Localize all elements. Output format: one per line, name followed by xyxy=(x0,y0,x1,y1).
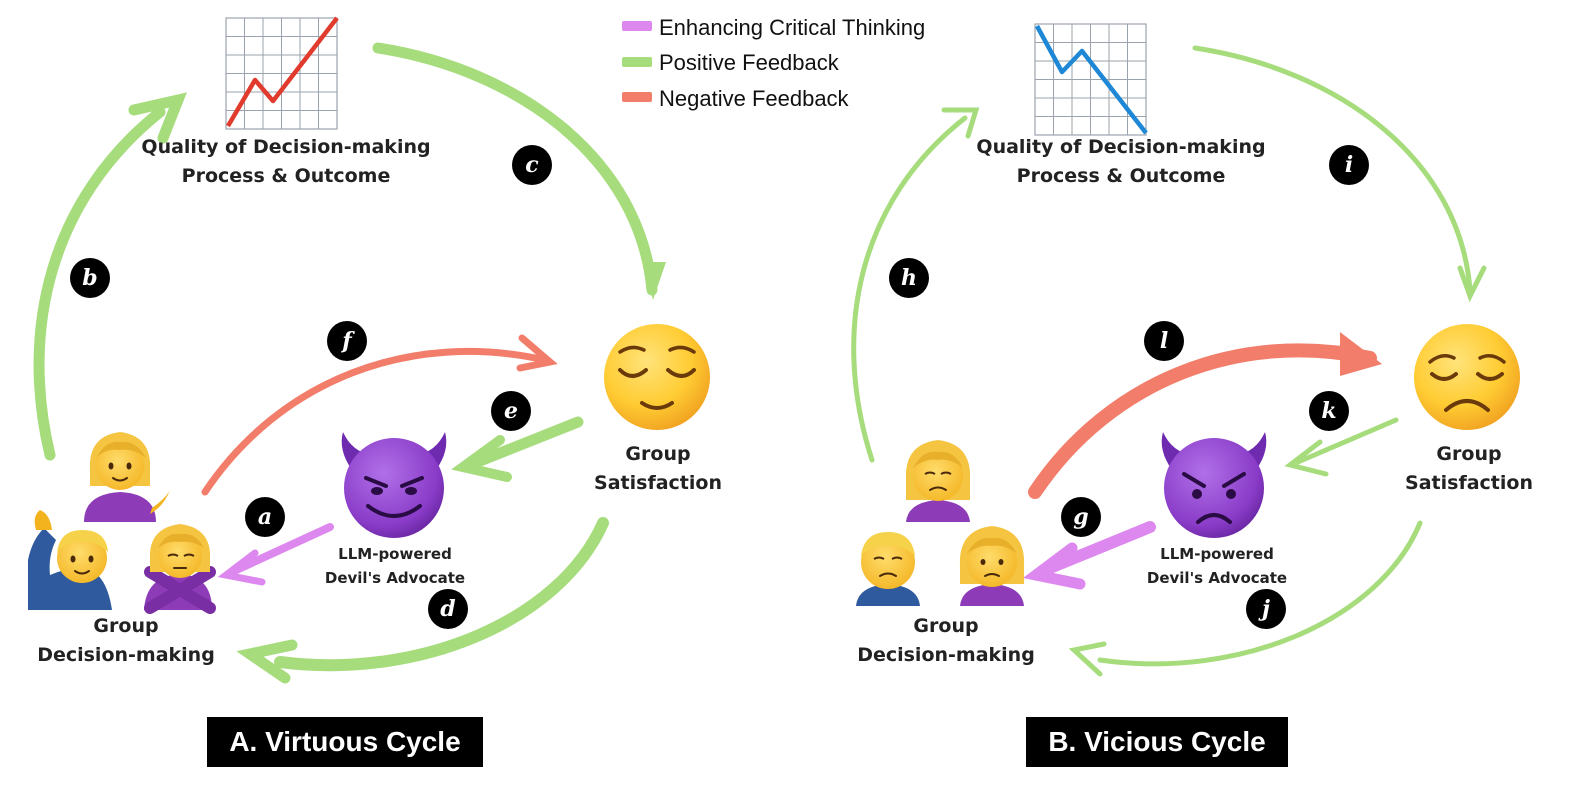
badge-b: b xyxy=(70,258,110,298)
arrow-k xyxy=(1284,417,1399,477)
arrow-d xyxy=(236,517,609,684)
chart-decreasing-icon xyxy=(1034,23,1148,136)
svg-text:e: e xyxy=(504,398,518,424)
arrow-g xyxy=(1022,521,1156,590)
frowning-woman-icon xyxy=(905,440,971,522)
panel-virtuous-cycle: Quality of Decision-making Process & Out… xyxy=(28,16,722,684)
person-gesturing-no-icon xyxy=(144,524,216,614)
disappointed-face-icon xyxy=(1414,324,1520,430)
svg-text:g: g xyxy=(1073,504,1088,530)
arrow-f xyxy=(201,334,558,496)
pouting-woman-icon xyxy=(959,526,1025,606)
group-label-line1: Group xyxy=(93,615,158,637)
satisfaction-label-line2: Satisfaction xyxy=(594,472,722,494)
svg-text:h: h xyxy=(901,265,917,291)
arrow-c xyxy=(372,42,666,300)
badge-d: d xyxy=(428,589,468,629)
badge-i: i xyxy=(1329,145,1369,185)
arrow-i xyxy=(1192,45,1487,303)
badge-f: f xyxy=(327,321,367,361)
badge-c: c xyxy=(512,145,552,185)
smiling-devil-icon xyxy=(341,432,447,538)
legend-label-negative: Negative Feedback xyxy=(659,86,850,111)
arrow-e xyxy=(451,416,584,482)
badge-a: a xyxy=(245,497,285,537)
legend-label-critical: Enhancing Critical Thinking xyxy=(659,15,925,40)
svg-text:l: l xyxy=(1160,328,1168,354)
legend-swatch-negative xyxy=(622,92,652,102)
badge-l: l xyxy=(1144,321,1184,361)
group-label-b-line2: Decision-making xyxy=(857,644,1035,666)
legend-swatch-critical xyxy=(622,21,652,31)
svg-text:a: a xyxy=(258,504,272,530)
advocate-label-b-line2: Devil's Advocate xyxy=(1147,569,1287,587)
group-label-line2: Decision-making xyxy=(37,644,215,666)
advocate-label-line2: Devil's Advocate xyxy=(325,569,465,587)
panel-vicious-cycle: Quality of Decision-making Process & Out… xyxy=(851,23,1533,677)
arrow-h xyxy=(851,107,980,463)
frowning-man-icon xyxy=(856,532,920,606)
svg-text:i: i xyxy=(1345,152,1353,178)
group-label-b-line1: Group xyxy=(913,615,978,637)
satisfaction-label-line1: Group xyxy=(625,443,690,465)
quality-label-b-line2: Process & Outcome xyxy=(1017,165,1226,187)
advocate-label-b-line1: LLM-powered xyxy=(1160,545,1274,563)
svg-text:b: b xyxy=(82,265,97,291)
relieved-face-icon xyxy=(604,324,710,430)
badge-e: e xyxy=(491,391,531,431)
title-virtuous-cycle: A. Virtuous Cycle xyxy=(207,717,483,767)
quality-label-line1: Quality of Decision-making xyxy=(141,136,430,158)
badge-g: g xyxy=(1061,497,1101,537)
satisfaction-label-b-line1: Group xyxy=(1436,443,1501,465)
arrow-l xyxy=(1028,332,1382,499)
quality-label-line2: Process & Outcome xyxy=(182,165,391,187)
quality-label-b-line1: Quality of Decision-making xyxy=(976,136,1265,158)
svg-text:d: d xyxy=(440,596,455,622)
arrow-b xyxy=(33,92,187,461)
svg-text:k: k xyxy=(1321,398,1336,424)
badge-k: k xyxy=(1309,391,1349,431)
badge-h: h xyxy=(889,258,929,298)
person-tipping-hand-icon xyxy=(84,432,170,522)
svg-text:f: f xyxy=(340,328,355,354)
svg-text:c: c xyxy=(525,152,539,178)
satisfaction-label-b-line2: Satisfaction xyxy=(1405,472,1533,494)
arrow-j xyxy=(1068,520,1423,677)
advocate-label-line1: LLM-powered xyxy=(338,545,452,563)
legend-swatch-positive xyxy=(622,57,652,67)
legend-label-positive: Positive Feedback xyxy=(659,50,840,75)
angry-devil-icon xyxy=(1161,432,1267,538)
legend: Enhancing Critical Thinking Positive Fee… xyxy=(622,15,925,111)
chart-increasing-icon xyxy=(225,16,339,130)
arrow-a xyxy=(217,523,334,586)
person-raising-hand-icon xyxy=(28,510,112,610)
title-vicious-cycle: B. Vicious Cycle xyxy=(1026,717,1288,767)
badge-j: j xyxy=(1246,589,1286,629)
